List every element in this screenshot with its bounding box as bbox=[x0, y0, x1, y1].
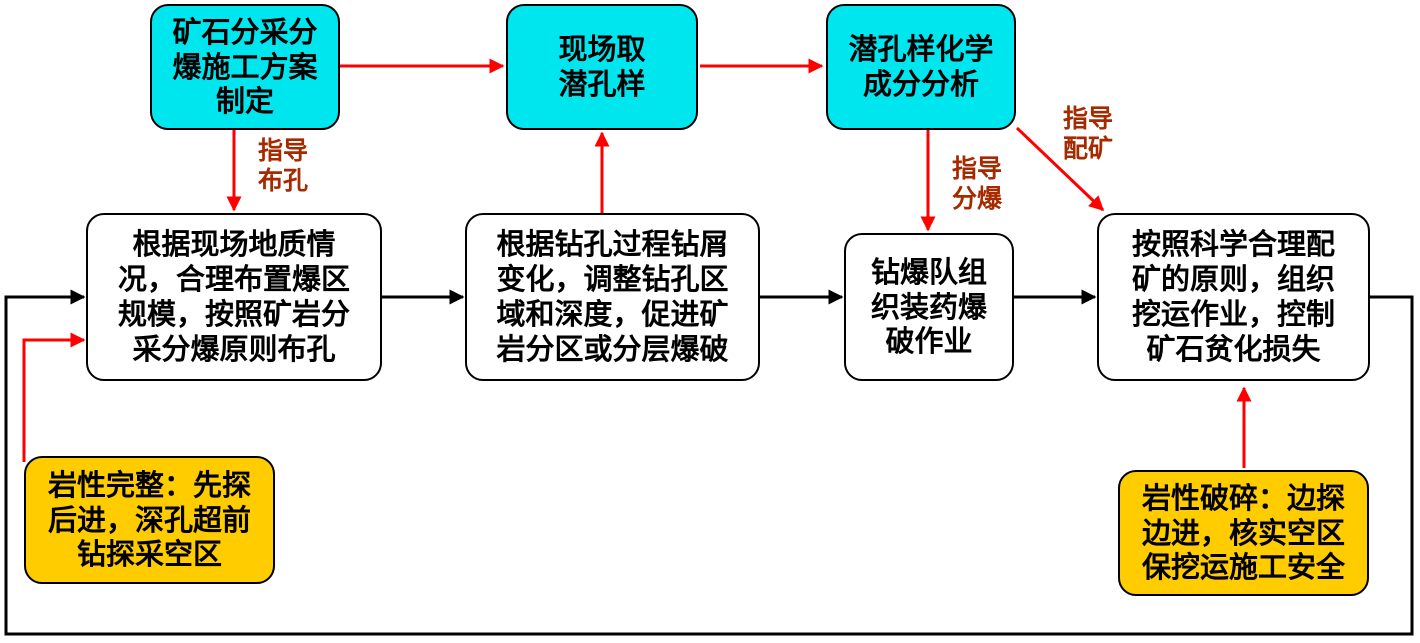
arrow-analysis-to-ore bbox=[1015, 126, 1105, 212]
box-ore-blending: 按照科学合理配 矿的原则，组织 挖运作业，控制 矿石贫化损失 bbox=[1097, 213, 1370, 381]
label-guide-holes: 指导 布孔 bbox=[258, 136, 309, 195]
box-intact-rock: 岩性完整：先探 后进，深孔超前 钻探采空区 bbox=[24, 456, 275, 584]
box-blasting-team: 钻爆队组 织装药爆 破作业 bbox=[844, 233, 1014, 381]
arrow-feedback-loop bbox=[4, 289, 1414, 636]
box-hole-layout: 根据现场地质情 况，合理布置爆区 规模，按照矿岩分 采分爆原则布孔 bbox=[86, 213, 382, 381]
box-blasting-plan: 矿石分采分 爆施工方案 制定 bbox=[150, 4, 340, 130]
label-guide-blasting: 指导 分爆 bbox=[952, 154, 1003, 213]
box-drilling-adjustment: 根据钻孔过程钻屑 变化，调整钻孔区 域和深度，促进矿 岩分区或分层爆破 bbox=[465, 213, 760, 381]
box-field-sampling: 现场取 潜孔样 bbox=[506, 4, 698, 130]
box-chemical-analysis: 潜孔样化学 成分分析 bbox=[826, 4, 1016, 130]
box-broken-rock: 岩性破碎：边探 边进，核实空区 保挖运施工安全 bbox=[1118, 470, 1369, 596]
label-guide-ore: 指导 配矿 bbox=[1063, 104, 1114, 163]
arrow-intact-to-layout bbox=[22, 332, 86, 462]
